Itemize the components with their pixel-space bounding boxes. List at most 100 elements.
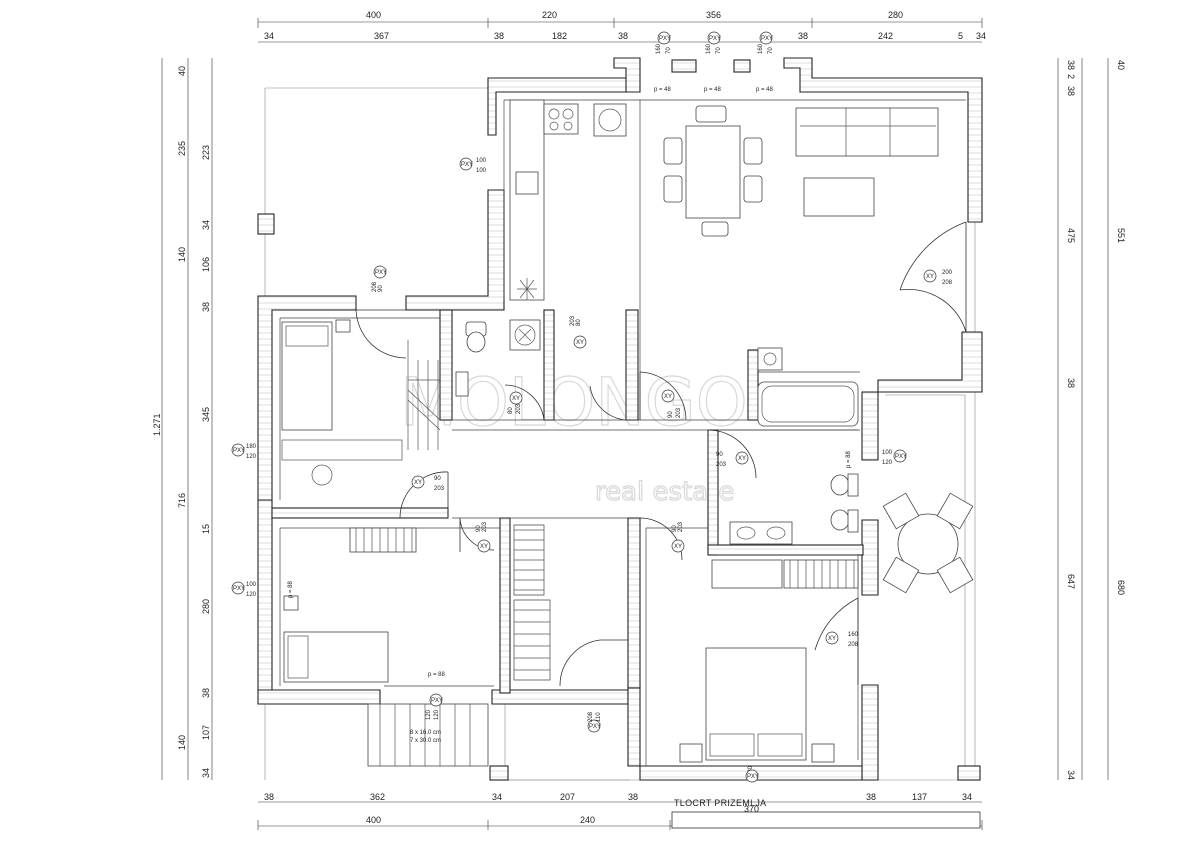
dim-top-inner: 38 (494, 31, 504, 41)
svg-text:80: 80 (576, 319, 582, 326)
svg-text:38: 38 (201, 302, 211, 312)
svg-text:208: 208 (588, 711, 594, 722)
svg-text:203: 203 (676, 407, 682, 418)
svg-text:90: 90 (668, 411, 674, 418)
svg-text:PXY: PXY (375, 270, 387, 276)
svg-text:PXY: PXY (747, 774, 759, 780)
svg-text:XY: XY (512, 396, 520, 402)
drawing-title: TLOCRT PRIZEMLJA (674, 798, 766, 808)
washer-dryer (757, 347, 783, 371)
dim-bottom-inner: 38 (628, 792, 638, 802)
svg-text:PXY: PXY (233, 448, 245, 454)
dim-top-outer: 220 (542, 10, 557, 20)
kitchen-sink (515, 171, 539, 195)
svg-text:XY: XY (576, 340, 584, 346)
svg-text:680: 680 (1116, 580, 1126, 595)
dining-area (663, 105, 763, 237)
dim-top-inner: 182 (552, 31, 567, 41)
sofa (795, 107, 939, 157)
svg-text:90: 90 (434, 476, 441, 482)
svg-text:120: 120 (434, 709, 440, 720)
laundry (509, 319, 541, 351)
svg-text:345: 345 (201, 407, 211, 422)
dim-top-inner: 38 (618, 31, 628, 41)
title-block: TLOCRT PRIZEMLJA (671, 798, 981, 829)
bidet (830, 509, 850, 531)
wardrobe (783, 559, 859, 589)
double-washbasin (729, 521, 793, 545)
dining-chair (695, 105, 727, 123)
dim-bottom-inner: 362 (370, 792, 385, 802)
desk (281, 439, 403, 461)
svg-text:160: 160 (706, 43, 712, 54)
svg-text:PXY: PXY (709, 36, 721, 42)
svg-text:110: 110 (596, 712, 602, 722)
svg-text:PXY: PXY (233, 586, 245, 592)
svg-text:40: 40 (177, 66, 187, 76)
svg-text:2: 2 (1066, 74, 1076, 79)
svg-text:203: 203 (716, 462, 727, 468)
double-bed (705, 647, 807, 761)
terrace-table (897, 513, 959, 575)
svg-text:203: 203 (678, 521, 684, 532)
svg-text:203: 203 (482, 521, 488, 532)
bathroom (729, 347, 859, 545)
kitchen (509, 99, 627, 301)
dim-top-inner: 34 (976, 31, 986, 41)
svg-text:160: 160 (656, 43, 662, 54)
dim-bottom-outer: 240 (580, 815, 595, 825)
dining-chair (663, 137, 683, 165)
dim-top-outer: 280 (888, 10, 903, 20)
svg-text:PXY: PXY (461, 162, 473, 168)
svg-text:120: 120 (882, 460, 893, 466)
dim-top-outer: 400 (366, 10, 381, 20)
top-windows: PXY 160 70 PXY 160 70 PXY 160 70 p = 48 … (654, 31, 774, 93)
svg-text:203: 203 (516, 403, 522, 414)
dim-top-outer: 356 (706, 10, 721, 20)
coffee-table (803, 177, 875, 217)
svg-text:38: 38 (1066, 60, 1076, 70)
svg-text:106: 106 (201, 257, 211, 272)
living-area (795, 107, 939, 217)
stairs-rise: 8 x 16.0 cm (410, 730, 441, 736)
svg-text:208: 208 (372, 281, 378, 292)
svg-text:235: 235 (177, 141, 187, 156)
nightstand (811, 743, 835, 763)
bedroom-2 (283, 527, 550, 683)
dining-chair (663, 175, 683, 203)
svg-text:34: 34 (201, 768, 211, 778)
svg-text:1.271: 1.271 (152, 413, 162, 436)
svg-text:70: 70 (768, 47, 774, 54)
svg-text:XY: XY (828, 636, 836, 642)
svg-text:90: 90 (378, 285, 384, 292)
svg-text:140: 140 (177, 735, 187, 750)
svg-text:208: 208 (942, 280, 953, 286)
dining-chair (701, 221, 729, 237)
svg-text:XY: XY (414, 480, 422, 486)
bed-single (283, 631, 389, 683)
svg-text:PXY: PXY (895, 454, 907, 460)
svg-text:180: 180 (246, 444, 257, 450)
svg-text:551: 551 (1116, 228, 1126, 243)
dresser (711, 559, 783, 589)
bedroom-3 (679, 559, 859, 763)
entrance-stairs: 8 x 16.0 cm 7 x 30.0 cm (367, 703, 489, 767)
svg-text:70: 70 (716, 47, 722, 54)
svg-text:140: 140 (177, 247, 187, 262)
svg-text:XY: XY (664, 394, 672, 400)
svg-text:PXY: PXY (589, 724, 601, 730)
svg-text:34: 34 (201, 220, 211, 230)
walls (257, 57, 983, 781)
svg-text:XY: XY (926, 274, 934, 280)
svg-text:475: 475 (1066, 228, 1076, 243)
svg-text:XY: XY (674, 544, 682, 550)
wc (455, 321, 487, 397)
terrace-chair (882, 492, 920, 530)
parapet-label: p = 48 (704, 87, 722, 93)
dining-chair (743, 137, 763, 165)
svg-text:90: 90 (672, 525, 678, 532)
svg-text:120: 120 (246, 592, 257, 598)
toilet-bowl (466, 331, 486, 353)
parapet-label: p = 48 (756, 87, 774, 93)
